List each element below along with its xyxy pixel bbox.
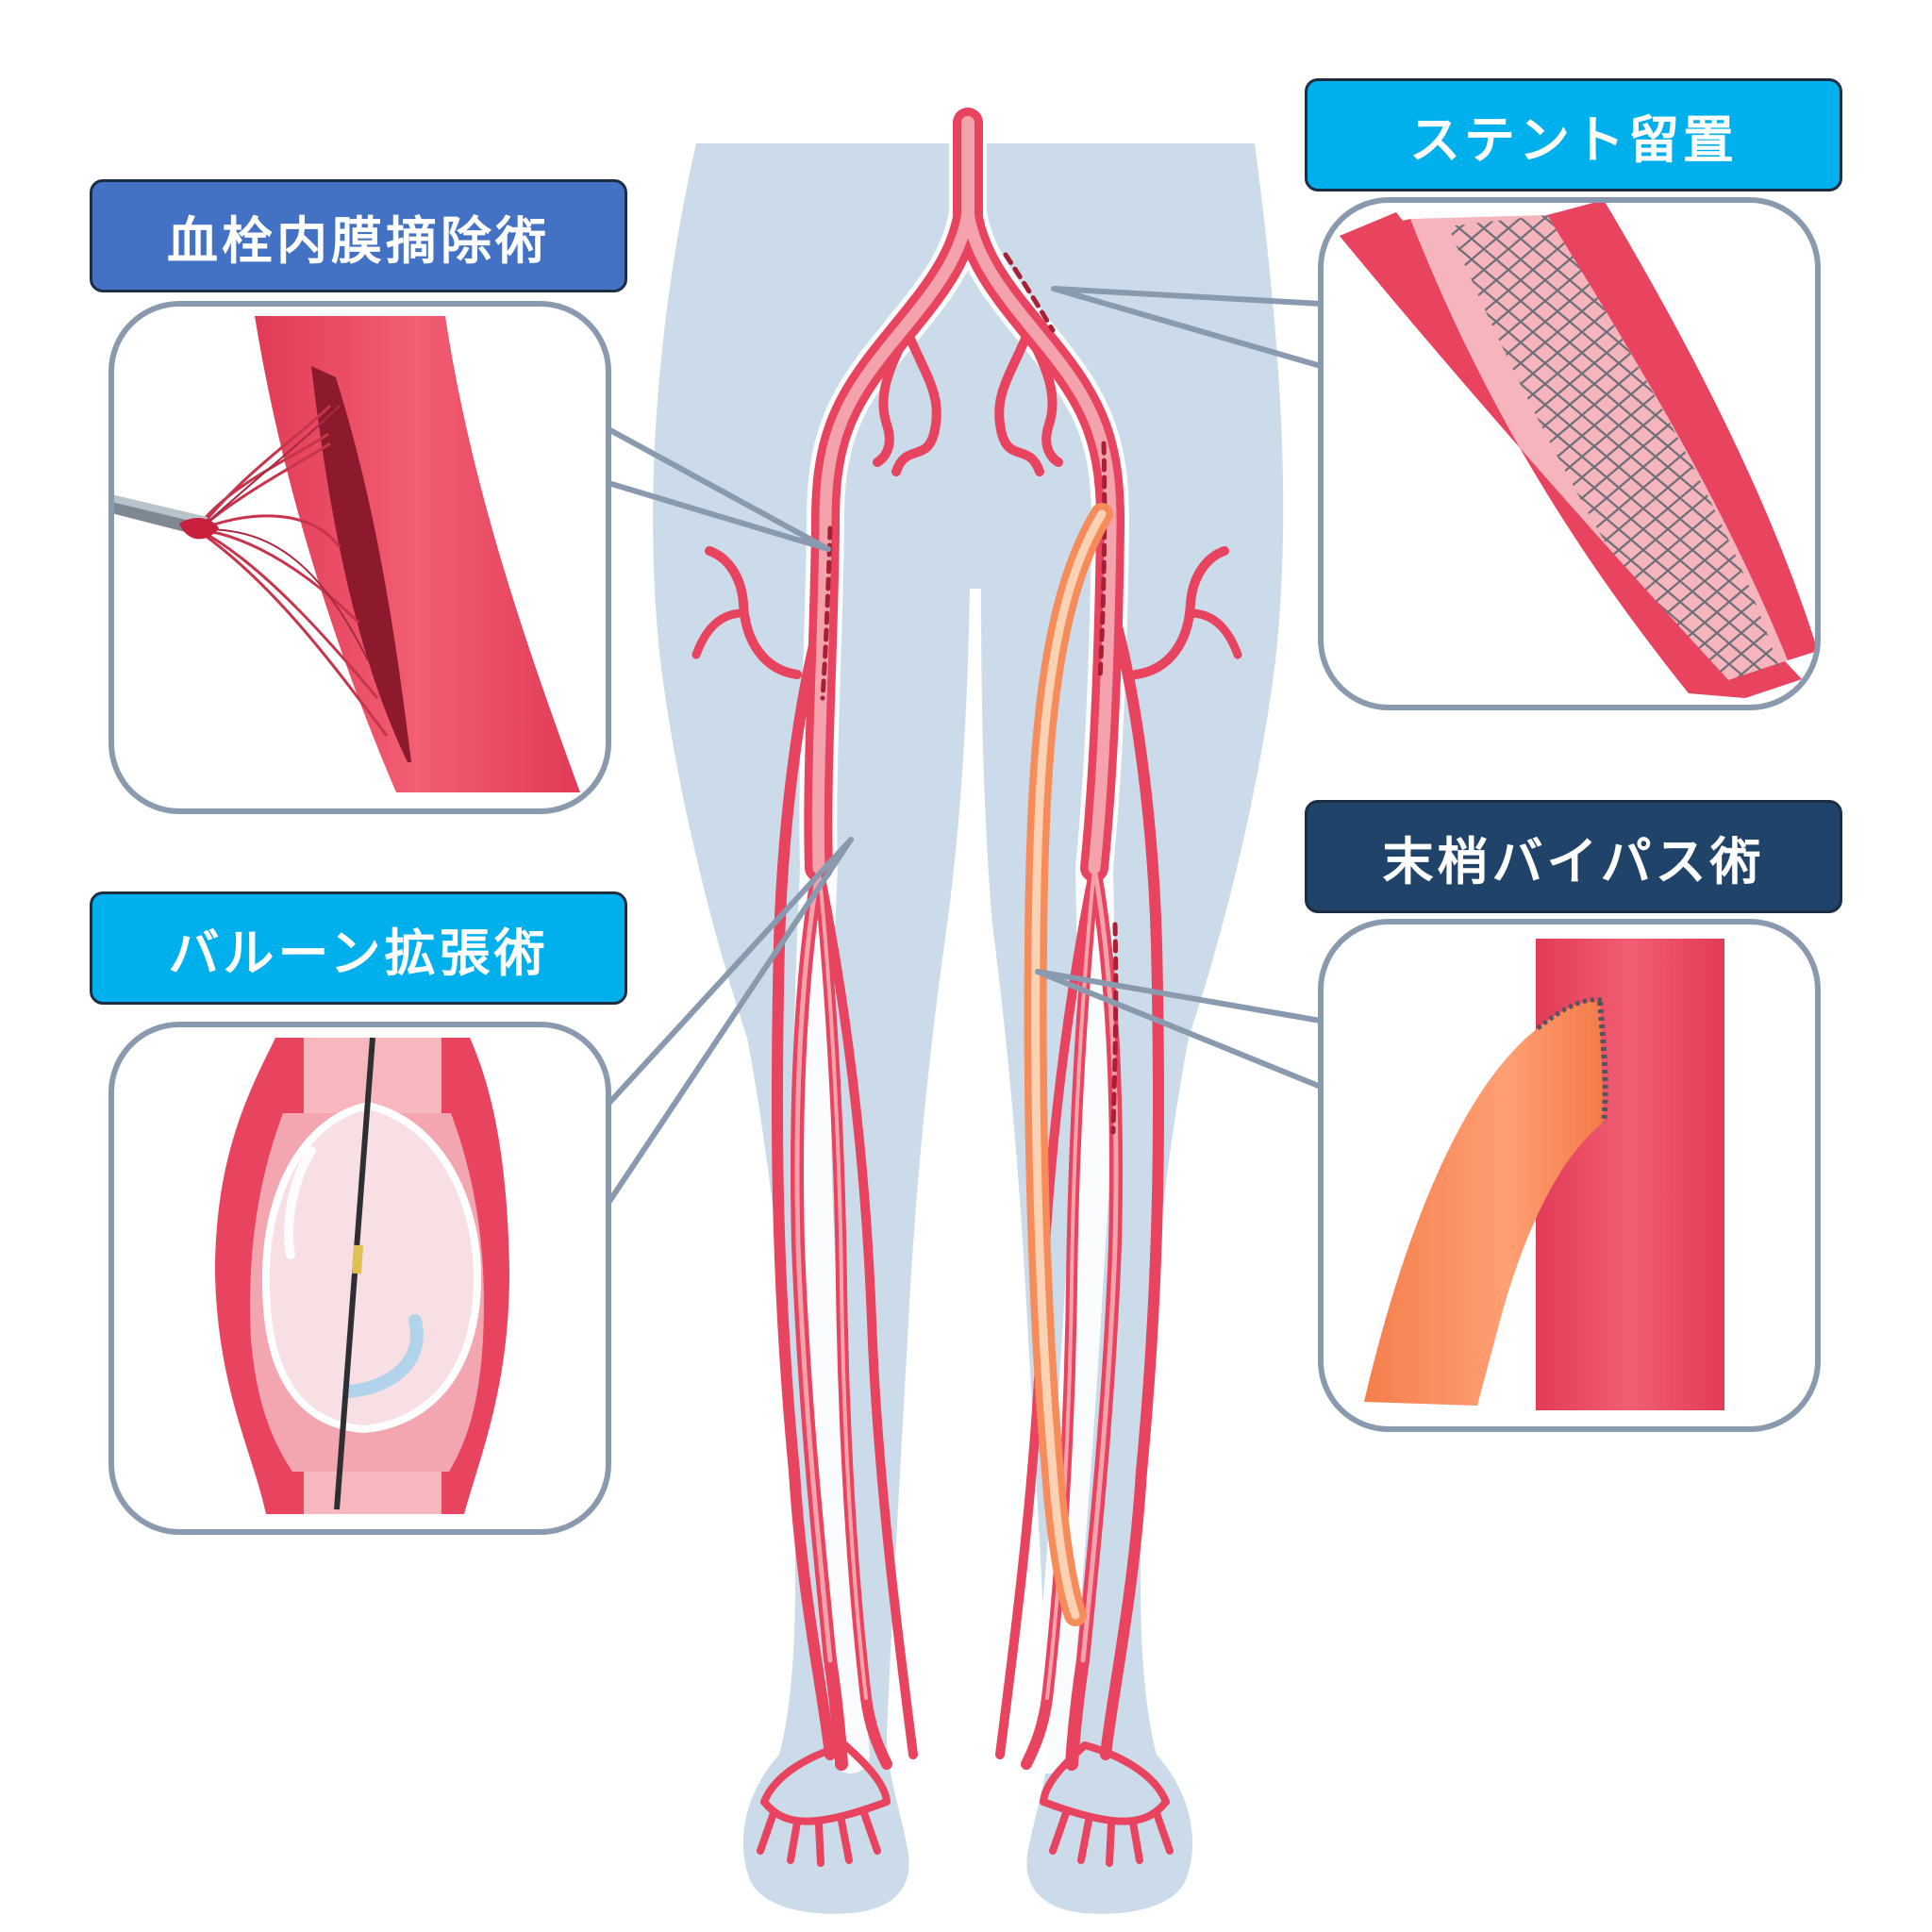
label-endarterectomy: 血栓内膜摘除術 xyxy=(90,179,627,292)
label-peripheral-bypass: 末梢バイパス術 xyxy=(1305,800,1842,913)
panel-balloon xyxy=(108,1022,611,1535)
label-stent-placement: ステント留置 xyxy=(1305,78,1842,192)
callout-endarterectomy xyxy=(607,426,831,552)
callout-stent xyxy=(1051,286,1322,369)
panel-bypass xyxy=(1318,919,1821,1432)
panel-endarterectomy xyxy=(108,301,611,814)
callout-balloon xyxy=(606,837,854,1205)
panel-stent xyxy=(1318,197,1821,710)
body-silhouette xyxy=(653,143,1284,1914)
callout-bypass xyxy=(1035,969,1323,1090)
label-balloon-angioplasty: バルーン拡張術 xyxy=(90,891,627,1005)
